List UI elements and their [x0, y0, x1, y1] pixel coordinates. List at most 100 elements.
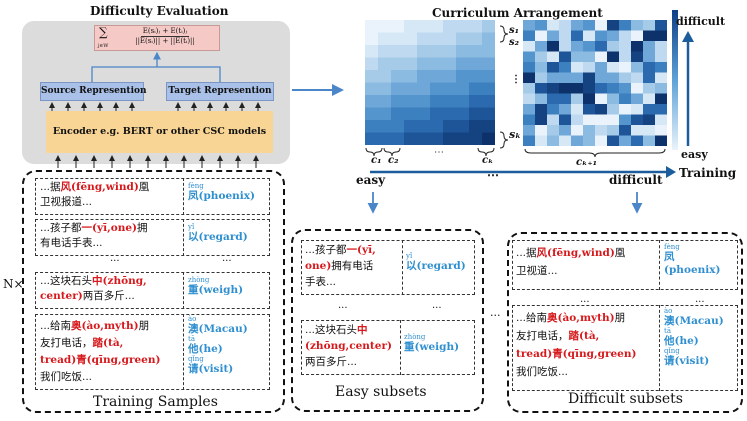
gradient-cell [482, 70, 495, 83]
heatmap-cell [595, 30, 607, 41]
gradient-cell [365, 20, 378, 33]
axis-label-easy: easy [356, 173, 386, 187]
heatmap-cell [559, 125, 571, 136]
label-easy-right: easy [681, 148, 708, 161]
heatmap-cell [547, 62, 559, 73]
heatmap-cell [583, 62, 595, 73]
heatmap-cell [535, 62, 547, 73]
gradient-cell [391, 20, 404, 33]
heatmap-cell [571, 20, 583, 31]
label-s1: s₁ [509, 25, 520, 36]
heatmap-cell [559, 51, 571, 62]
difficult-subsets-panel [507, 232, 743, 413]
gradient-cell [430, 57, 443, 70]
heatmap-cell [631, 125, 643, 136]
gradient-cell [378, 70, 391, 83]
heatmap-cell [655, 83, 667, 94]
heatmap-cell [655, 125, 667, 136]
gradient-cell [482, 32, 495, 45]
difficulty-title: Difficulty Evaluation [90, 4, 229, 18]
difficult-subsets-label: Difficult subsets [568, 391, 683, 407]
heatmap-cell [643, 72, 655, 83]
heatmap-cell [559, 30, 571, 41]
label-ck1: cₖ₊₁ [576, 157, 597, 168]
heatmap-cell [619, 62, 631, 73]
gradient-cell [378, 107, 391, 120]
heatmap-cell [643, 135, 655, 146]
easy-subsets-label: Easy subsets [335, 384, 427, 400]
gradient-cell [365, 45, 378, 58]
heatmap-cell [631, 20, 643, 31]
heatmap-cell [583, 93, 595, 104]
heatmap-cell [595, 62, 607, 73]
gradient-cell [391, 95, 404, 108]
heatmap-cell [583, 72, 595, 83]
heatmap-cell [559, 135, 571, 146]
heatmap-cell [607, 20, 619, 31]
gradient-cell [482, 107, 495, 120]
heatmap-cell [619, 114, 631, 125]
heatmap-cell [655, 104, 667, 115]
heatmap-cell [535, 125, 547, 136]
easy-row-1-source: ...孩子都一(yī, one)拥有电话 手表... [305, 244, 376, 288]
gradient-cell [456, 32, 469, 45]
gradient-cell [430, 95, 443, 108]
heatmap-cell [619, 20, 631, 31]
gradient-cell [469, 45, 482, 58]
difficulty-heatmap [523, 20, 667, 146]
source-representation-box: Source Represention [40, 82, 147, 101]
heatmap-cell [571, 51, 583, 62]
gradient-cell [404, 32, 417, 45]
heatmap-cell [631, 41, 643, 52]
heatmap-cell [535, 72, 547, 83]
heatmap-cell [523, 51, 535, 62]
heatmap-cell [547, 30, 559, 41]
heatmap-cell [547, 125, 559, 136]
heatmap-cell [571, 114, 583, 125]
heatmap-cell [583, 135, 595, 146]
heatmap-cell [607, 62, 619, 73]
gradient-cell [443, 32, 456, 45]
heatmap-cell [607, 135, 619, 146]
heatmap-cell [607, 104, 619, 115]
heatmap-cell [535, 114, 547, 125]
gradient-cell [391, 120, 404, 133]
heatmap-cell [595, 41, 607, 52]
heatmap-cell [655, 41, 667, 52]
flow-arrow-to-curriculum [292, 84, 344, 96]
training-dots-left: ... [110, 253, 120, 264]
gradient-cell [456, 70, 469, 83]
gradient-cell [391, 107, 404, 120]
heatmap-cell [607, 83, 619, 94]
heatmap-cell [559, 93, 571, 104]
heatmap-cell [595, 83, 607, 94]
gradient-cell [443, 132, 456, 145]
heatmap-cell [631, 62, 643, 73]
gradient-cell [365, 120, 378, 133]
heatmap-cell [643, 125, 655, 136]
heatmap-cell [655, 114, 667, 125]
axis-label-dots: ⋯ [487, 168, 499, 182]
heatmap-cell [607, 125, 619, 136]
heatmap-cell [643, 83, 655, 94]
difficulty-arrows [49, 51, 261, 168]
gradient-cell [378, 20, 391, 33]
heatmap-cell [655, 30, 667, 41]
gradient-cell [443, 70, 456, 83]
gradient-cell [443, 107, 456, 120]
gradient-cell [443, 20, 456, 33]
training-row-1-divider [183, 178, 184, 215]
heatmap-cell [607, 51, 619, 62]
heatmap-cell [523, 30, 535, 41]
heatmap-cell [571, 125, 583, 136]
heatmap-cell [655, 93, 667, 104]
gradient-cell [391, 82, 404, 95]
gradient-cell [404, 95, 417, 108]
gradient-cell [365, 95, 378, 108]
gradient-cell [391, 45, 404, 58]
label-sk: sₖ [509, 128, 521, 141]
heatmap-cell [619, 72, 631, 83]
gradient-cell [378, 45, 391, 58]
